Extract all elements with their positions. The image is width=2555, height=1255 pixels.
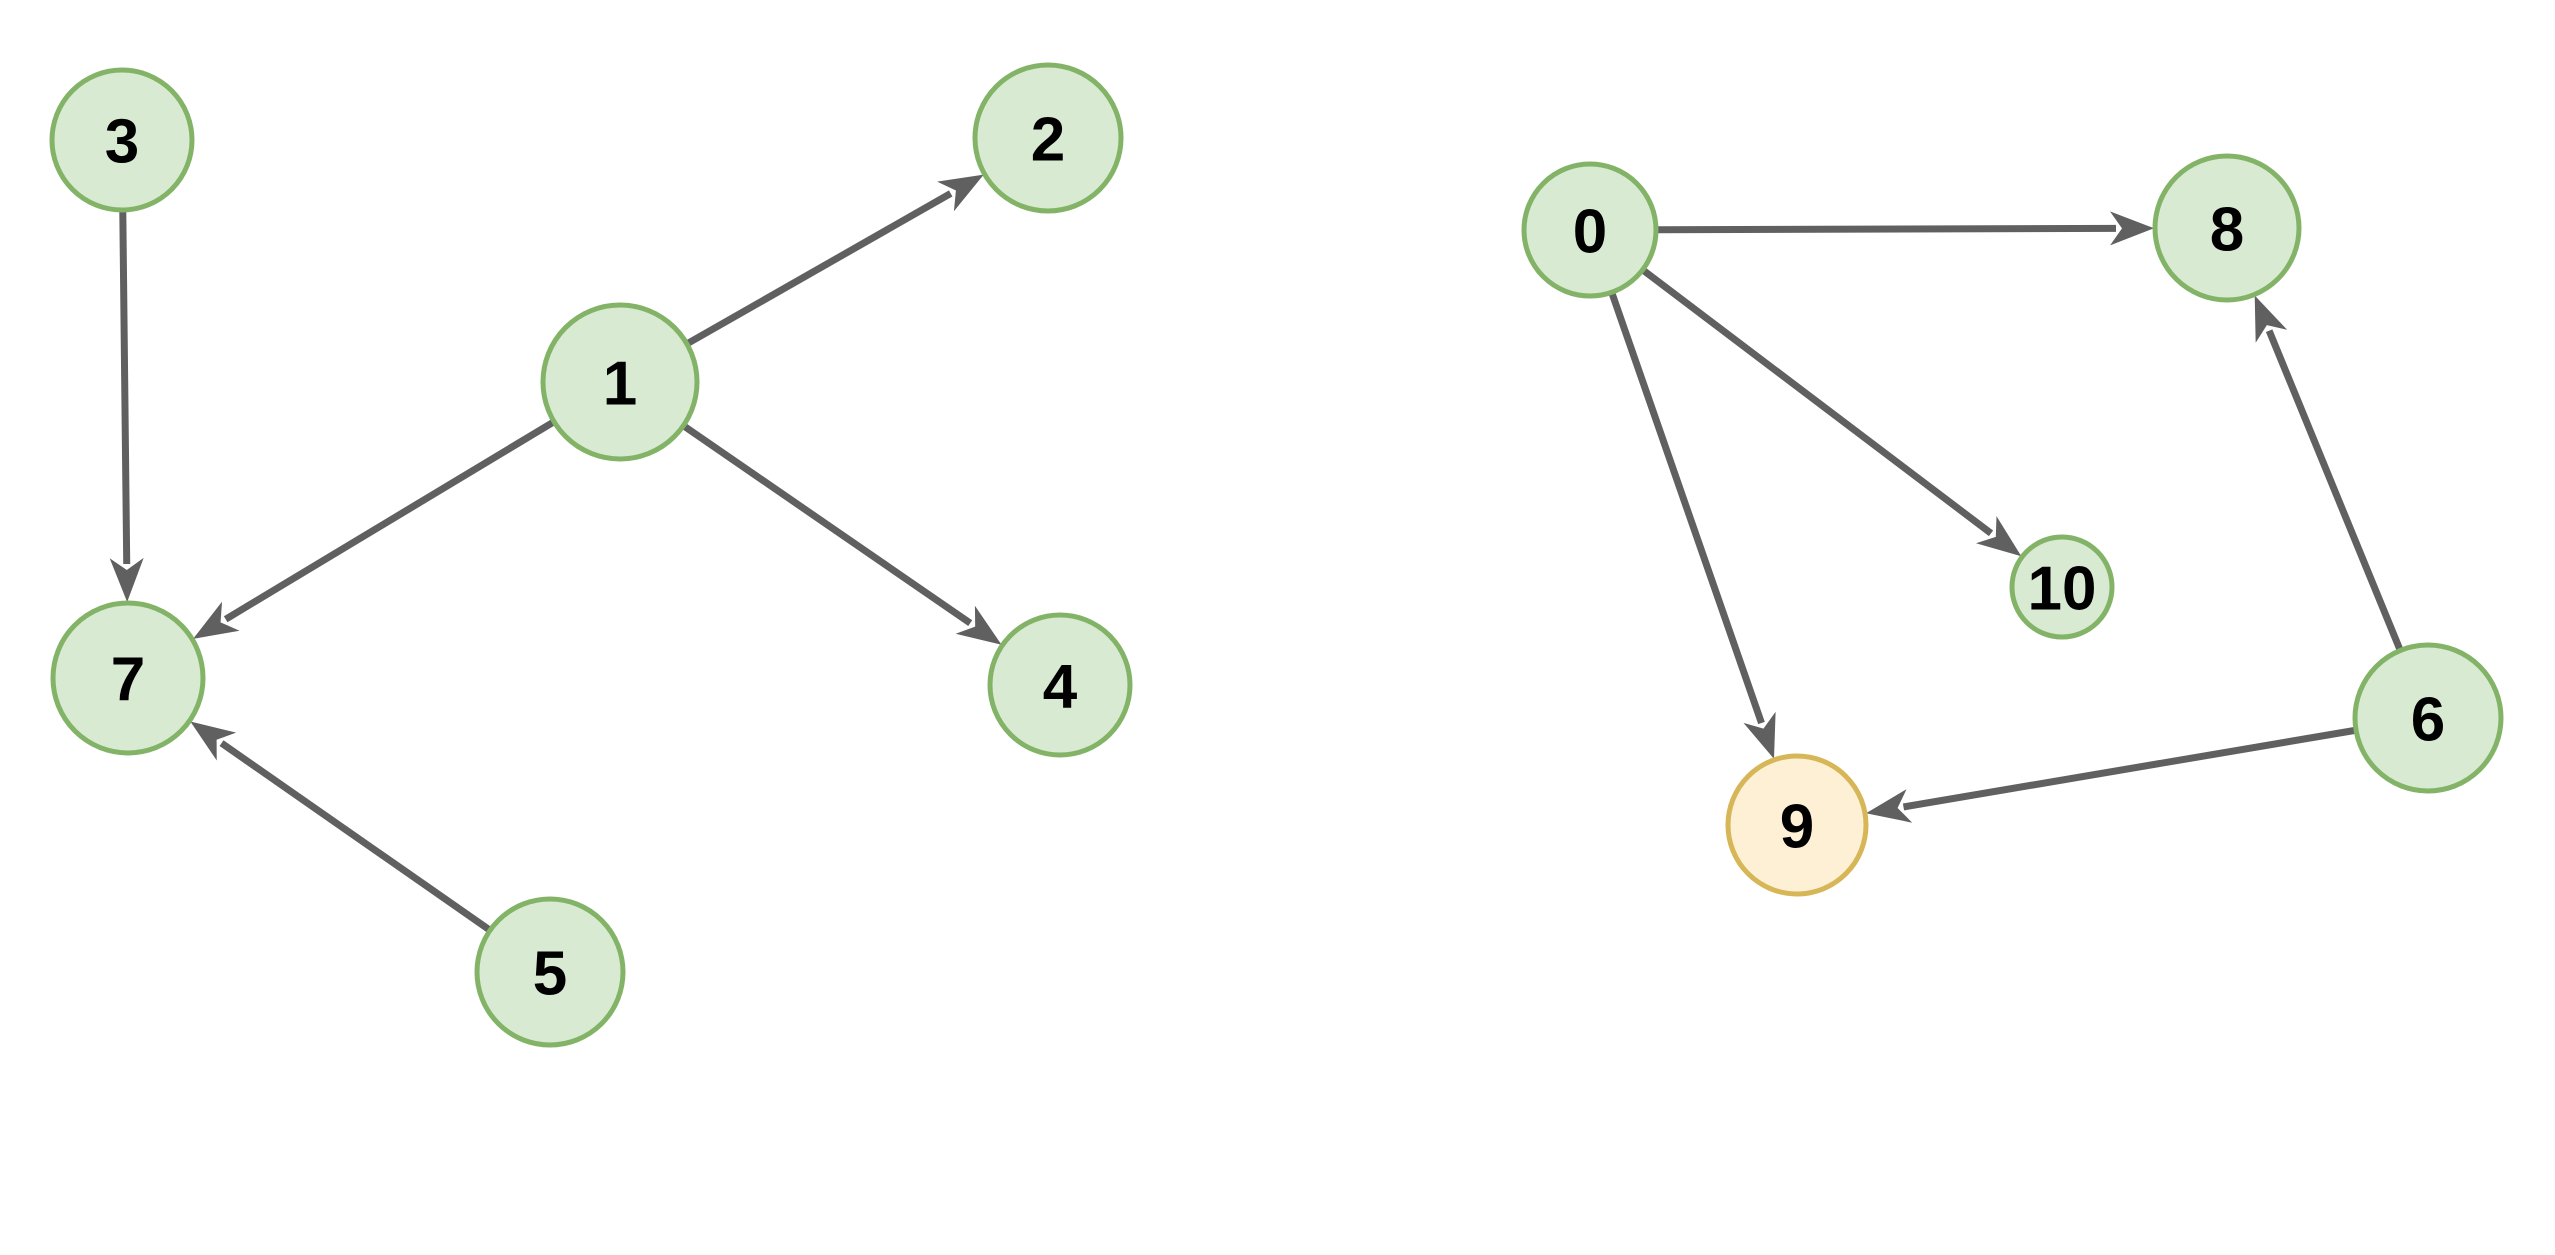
edge-line: [682, 423, 973, 627]
arrow-head-icon: [1866, 789, 1913, 823]
graph-node-6[interactable]: 6: [2352, 642, 2504, 794]
node-label: 5: [533, 940, 567, 1009]
graph-node-8[interactable]: 8: [2152, 153, 2302, 303]
node-label: 4: [1043, 653, 1078, 722]
edge-line: [1902, 726, 2356, 811]
nodes-layer: 0 1 2 3 4 5 6 7 8 9 10: [49, 62, 2504, 1048]
edge-line: [686, 190, 953, 347]
node-label: 10: [2028, 555, 2097, 624]
arrow-head-icon: [1743, 711, 1776, 759]
arrow-head-icon: [190, 721, 237, 761]
arrow-head-icon: [937, 174, 984, 212]
graph-edge-1-to-2: [686, 174, 984, 347]
graph-node-10[interactable]: 10: [2009, 534, 2115, 640]
graph-edge-1-to-7: [193, 419, 555, 639]
graph-node-1[interactable]: 1: [540, 302, 700, 462]
graph-edge-6-to-9: [1866, 726, 2356, 823]
node-circle[interactable]: [50, 600, 206, 756]
edge-line: [1656, 224, 2117, 234]
node-circle[interactable]: [2009, 534, 2115, 640]
graph-node-7[interactable]: 7: [50, 600, 206, 756]
node-label: 1: [603, 350, 637, 419]
node-label: 0: [1573, 198, 1607, 267]
arrow-head-icon: [955, 605, 1002, 645]
node-circle[interactable]: [1521, 161, 1659, 299]
graph-node-0[interactable]: 0: [1521, 161, 1659, 299]
node-circle[interactable]: [474, 896, 626, 1048]
edge-line: [1641, 267, 1994, 537]
node-circle-highlighted[interactable]: [1725, 753, 1869, 897]
graph-node-9[interactable]: 9: [1725, 753, 1869, 897]
arrow-head-icon: [1975, 516, 2022, 557]
edges-layer: [109, 174, 2404, 933]
graph-edge-5-to-7: [190, 721, 492, 933]
node-label: 2: [1031, 106, 1065, 175]
node-circle[interactable]: [540, 302, 700, 462]
graph-node-5[interactable]: 5: [474, 896, 626, 1048]
node-label: 9: [1780, 793, 1814, 862]
node-label: 7: [111, 646, 145, 715]
graph-node-2[interactable]: 2: [972, 62, 1124, 214]
arrow-head-icon: [109, 557, 144, 603]
edge-line: [2265, 329, 2404, 651]
graph-edge-3-to-7: [109, 210, 144, 603]
arrow-head-icon: [2254, 295, 2288, 343]
edge-line: [119, 210, 131, 565]
graph-node-3[interactable]: 3: [49, 67, 195, 213]
node-label: 6: [2411, 686, 2445, 755]
graph-node-4[interactable]: 4: [987, 612, 1133, 758]
node-circle[interactable]: [2352, 642, 2504, 794]
graph-edge-1-to-4: [682, 423, 1002, 645]
node-label: 8: [2210, 196, 2244, 265]
edge-line: [223, 419, 555, 623]
node-circle[interactable]: [49, 67, 195, 213]
graph-edge-0-to-9: [1608, 292, 1776, 759]
graph-edge-0-to-10: [1641, 267, 2022, 557]
graph-edge-0-to-8: [1656, 211, 2155, 246]
node-circle[interactable]: [987, 612, 1133, 758]
node-label: 3: [105, 108, 139, 177]
node-circle[interactable]: [972, 62, 1124, 214]
edge-line: [1608, 292, 1765, 725]
edge-line: [219, 740, 492, 933]
node-circle[interactable]: [2152, 153, 2302, 303]
graph-edge-6-to-8: [2254, 295, 2404, 651]
arrow-head-icon: [193, 601, 240, 639]
arrow-head-icon: [2109, 211, 2155, 246]
